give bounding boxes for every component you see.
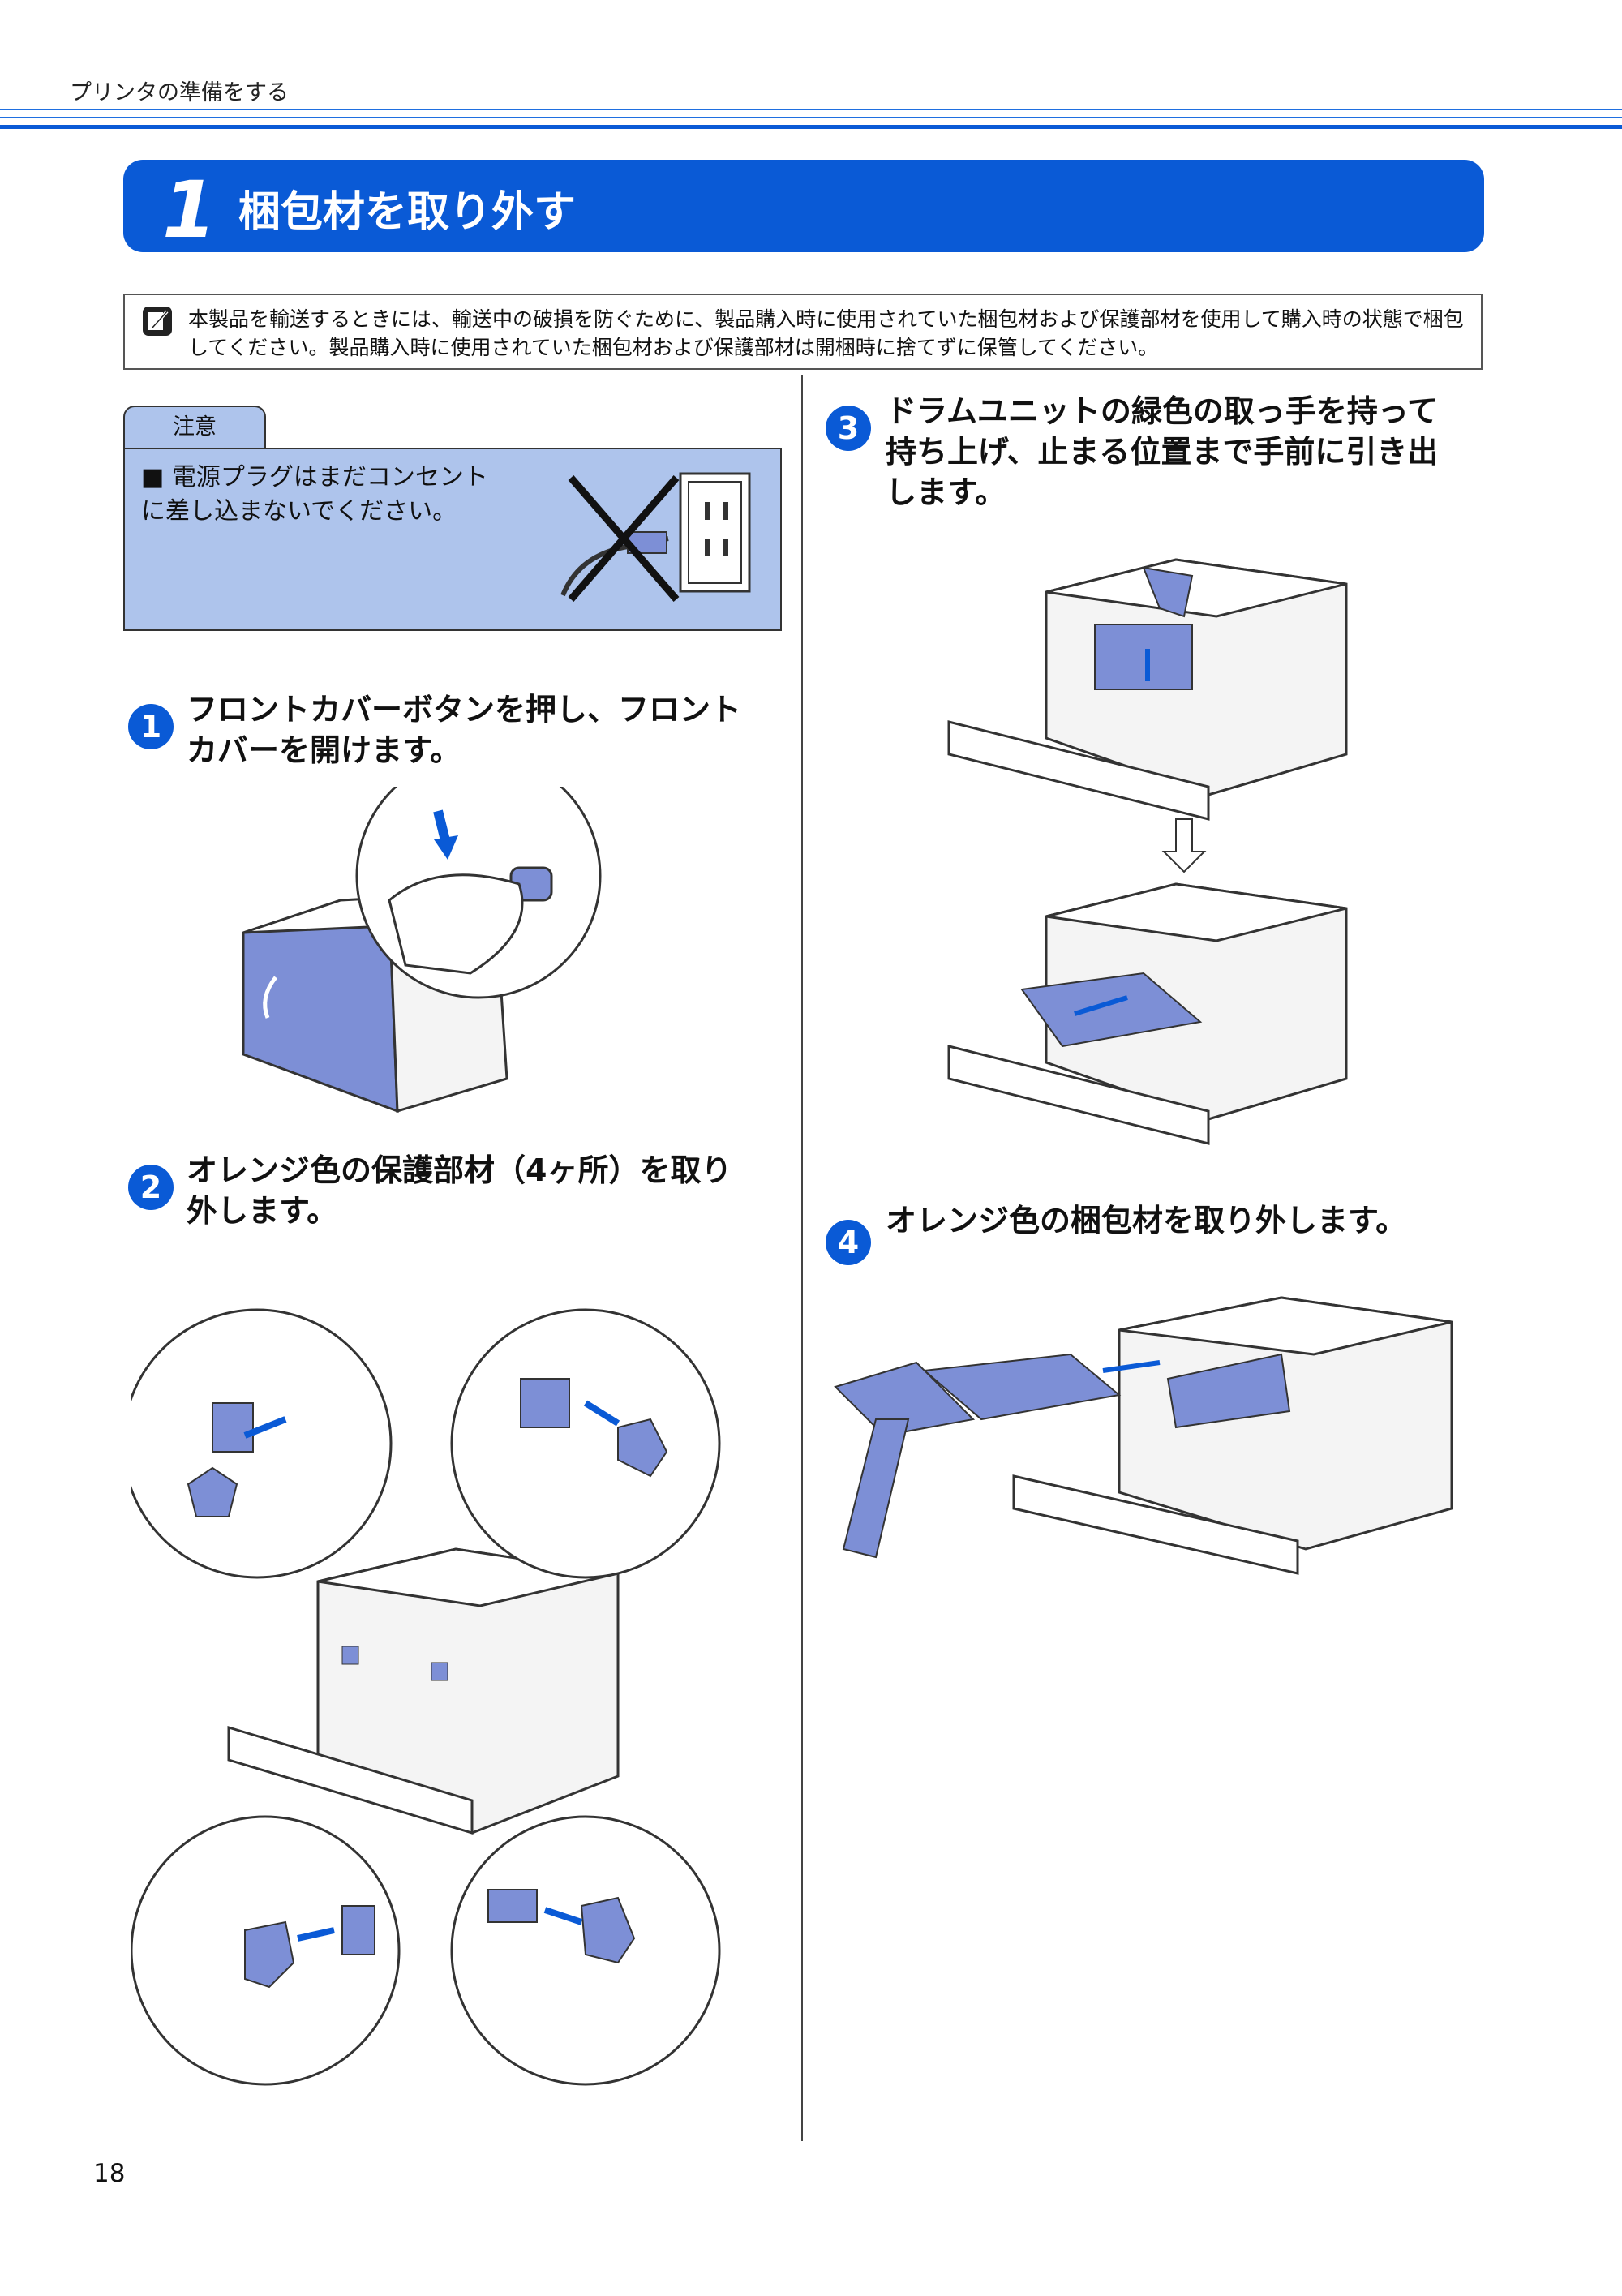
caution-box: ■ 電源プラグはまだコンセント に差し込まないでください。 (123, 448, 782, 631)
step-4-text: オレンジ色の梱包材を取り外します。 (886, 1203, 1407, 1238)
step-4-illustration (834, 1296, 1453, 1575)
step-2-text: オレンジ色の保護部材（4ヶ所）を取り 外します。 (187, 1152, 732, 1229)
caution-tab: 注意 (123, 406, 266, 448)
step-3-illustration (947, 558, 1348, 1145)
step-1-number: 1 (128, 704, 174, 749)
no-plug-illustration (560, 472, 751, 602)
step-1-illustration (242, 787, 602, 1114)
breadcrumb: プリンタの準備をする (70, 80, 289, 105)
step-4-number: 4 (826, 1220, 871, 1265)
step-2-number: 2 (128, 1165, 174, 1210)
memo-pencil-icon (143, 307, 172, 336)
page-number: 18 (93, 2159, 126, 2188)
caution-label: 注意 (173, 414, 217, 440)
section-title-bar: 1 梱包材を取り外す (123, 160, 1484, 255)
note-box: 本製品を輸送するときには、輸送中の破損を防ぐために、製品購入時に使用されていた梱… (123, 294, 1483, 370)
header-rule-thin-top (0, 109, 1622, 110)
note-text: 本製品を輸送するときには、輸送中の破損を防ぐために、製品購入時に使用されていた梱… (188, 307, 1464, 359)
caution-text: ■ 電源プラグはまだコンセント に差し込まないでください。 (141, 463, 488, 526)
header-rule-thick (0, 125, 1622, 129)
section-number: 1 (162, 165, 217, 255)
step-3-number: 3 (826, 406, 871, 451)
header-rule-thin-mid (0, 117, 1622, 118)
step-1-text: フロントカバーボタンを押し、フロント カバーを開けます。 (187, 692, 742, 768)
column-divider (801, 375, 803, 2141)
step-2-illustration (131, 1308, 721, 2086)
section-title: 梱包材を取り外す (238, 188, 577, 237)
step-3-text: ドラムユニットの緑色の取っ手を持って 持ち上げ、止まる位置まで手前に引き出 しま… (886, 393, 1439, 510)
